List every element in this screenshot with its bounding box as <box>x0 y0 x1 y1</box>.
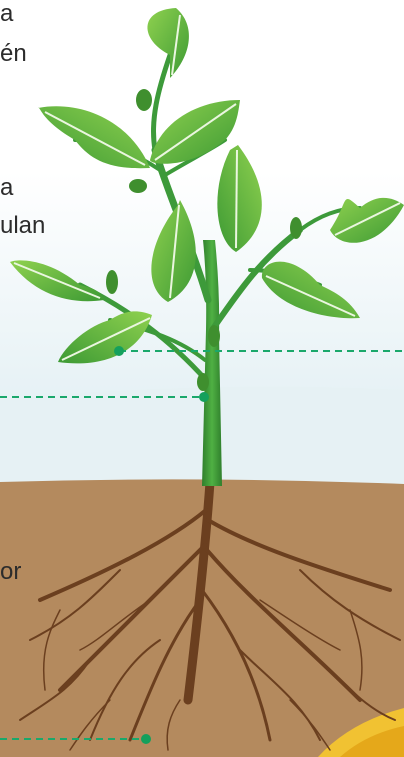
leaf-vein <box>236 150 237 248</box>
bud <box>290 217 302 239</box>
marker-dot-icon <box>199 392 209 402</box>
bud <box>136 89 152 111</box>
bud <box>197 373 209 391</box>
caption-fragment-2: én <box>0 42 27 66</box>
bud <box>129 179 147 193</box>
caption-fragment-1: a <box>0 2 13 26</box>
sky-band <box>0 387 404 490</box>
caption-fragment-5: or <box>0 560 21 584</box>
caption-fragment-3: a <box>0 176 13 200</box>
marker-dot-icon <box>114 346 124 356</box>
soil-layer <box>0 479 404 757</box>
bud <box>208 325 220 347</box>
marker-dot-icon <box>141 734 151 744</box>
caption-fragment-4: ulan <box>0 214 45 238</box>
bud <box>106 270 118 294</box>
